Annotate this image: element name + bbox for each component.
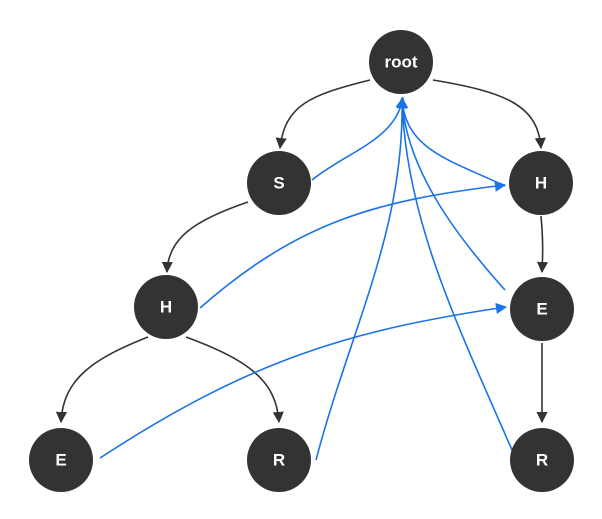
node-label-e-left: E (55, 451, 66, 470)
tree-edge-h-right-e-right (536, 215, 549, 274)
node-label-root: root (384, 53, 417, 72)
link-edge-r-right-root (396, 96, 513, 451)
tree-edge-h-left-e-left (55, 336, 149, 424)
tree-edge-s-h-left (161, 201, 249, 274)
link-edge-h-right-root (396, 96, 506, 187)
node-label-h-right: H (535, 174, 547, 193)
link-edge-e-right-root (396, 96, 506, 291)
node-e-right[interactable]: E (510, 277, 574, 341)
tree-edge-h-left-r-mid (185, 336, 284, 424)
link-edge-e-left-e-right (99, 302, 508, 459)
tree-edge-root-h-right (432, 79, 546, 150)
node-h-right[interactable]: H (509, 151, 573, 215)
node-label-r-mid: R (273, 451, 285, 470)
node-s[interactable]: S (247, 151, 311, 215)
node-label-r-right: R (536, 451, 548, 470)
node-label-e-right: E (536, 300, 547, 319)
node-e-left[interactable]: E (29, 428, 93, 492)
tree-edges (55, 79, 549, 424)
nodes: root S H H E E R R (29, 30, 574, 492)
link-edge-r-mid-root (315, 96, 408, 461)
node-root[interactable]: root (369, 30, 433, 94)
node-r-right[interactable]: R (510, 428, 574, 492)
tree-edge-root-s (275, 79, 371, 150)
node-label-h-left: H (160, 298, 172, 317)
link-edge-s-root (311, 96, 407, 181)
node-r-mid[interactable]: R (247, 428, 311, 492)
node-label-s: S (273, 174, 284, 193)
node-h-left[interactable]: H (134, 275, 198, 339)
link-edge-h-left-h-right (199, 180, 507, 309)
link-edges (99, 96, 513, 461)
